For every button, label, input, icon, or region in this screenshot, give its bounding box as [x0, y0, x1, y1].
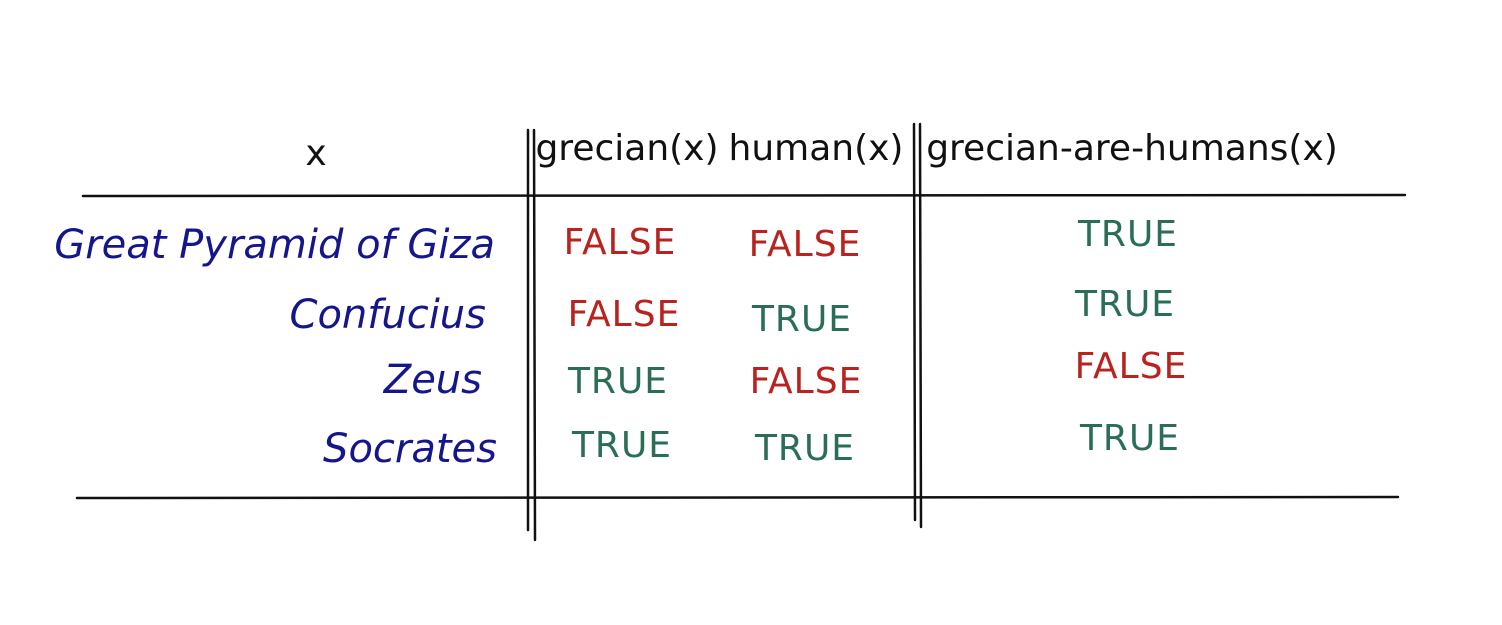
cell-grecian-are-humans: TRUE — [1074, 284, 1175, 325]
row-name: Socrates — [323, 426, 497, 472]
cell-human: TRUE — [754, 428, 855, 469]
divider-result-left — [912, 122, 917, 522]
cell-human: TRUE — [751, 299, 852, 340]
header-grecian: grecian(x) — [535, 128, 718, 169]
cell-grecian: FALSE — [564, 222, 677, 263]
row-name: Zeus — [383, 357, 482, 403]
header-x: x — [305, 133, 326, 174]
header-grecian-are-humans: grecian-are-humans(x) — [926, 128, 1338, 169]
header-human: human(x) — [729, 128, 904, 169]
cell-grecian-are-humans: TRUE — [1079, 418, 1180, 459]
cell-human: FALSE — [749, 224, 862, 265]
cell-grecian: FALSE — [568, 294, 681, 335]
cell-grecian: TRUE — [571, 425, 672, 466]
divider-x-right — [532, 128, 537, 542]
divider-result-right — [918, 122, 923, 529]
cell-human: FALSE — [750, 361, 863, 402]
cell-grecian-are-humans: TRUE — [1077, 214, 1178, 255]
header-rule — [81, 193, 1407, 198]
bottom-rule — [75, 495, 1400, 500]
row-name: Confucius — [290, 292, 486, 338]
cell-grecian: TRUE — [567, 361, 668, 402]
cell-grecian-are-humans: FALSE — [1075, 346, 1188, 387]
row-name: Great Pyramid of Giza — [54, 222, 495, 268]
